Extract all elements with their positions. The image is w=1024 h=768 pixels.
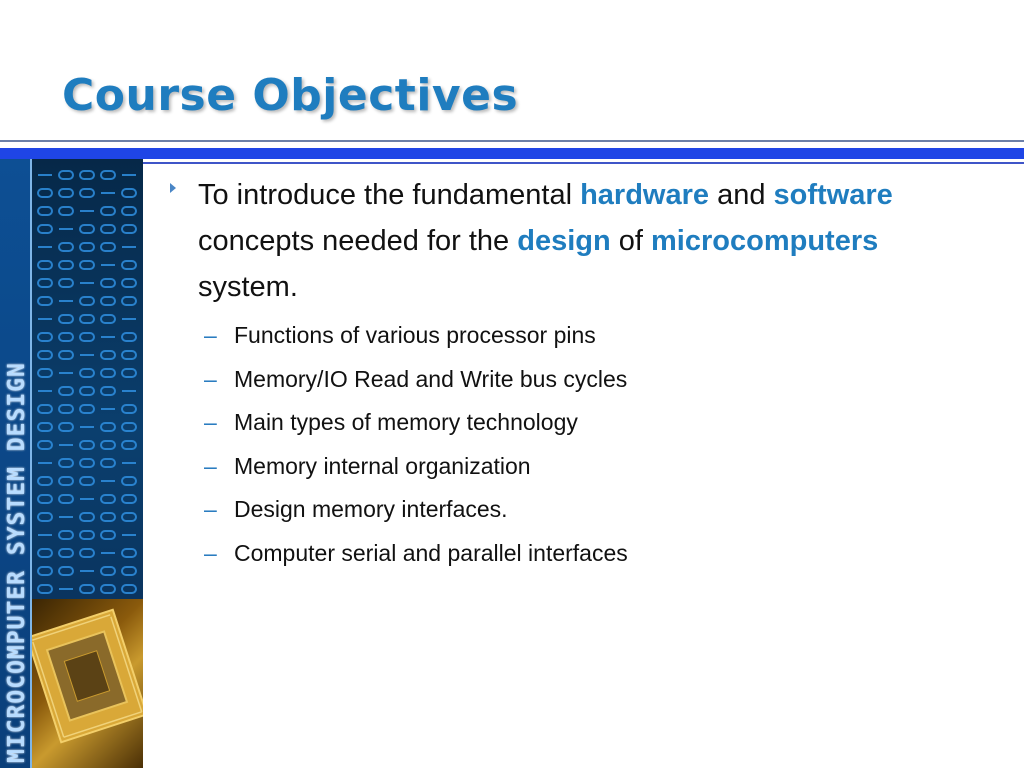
keyword-design: design [517,225,611,257]
title-divider-lower [0,162,1024,164]
sub-bullet-text: Design memory interfaces. [234,496,508,522]
sub-bullet-text: Memory internal organization [234,452,531,479]
sidebar-decoration: MICROCOMPUTER SYSTEM DESIGN [0,159,143,768]
title-divider-thin [0,140,1024,142]
dash-bullet-icon: – [204,452,217,479]
slide-body: To introduce the fundamental hardware an… [168,172,1008,575]
dash-bullet-icon: – [204,539,217,566]
main-bullet: To introduce the fundamental hardware an… [168,172,1008,310]
dash-bullet-icon: – [204,409,217,435]
sidebar-banner-text: MICROCOMPUTER SYSTEM DESIGN [4,362,30,763]
bullet-text-segment: system. [198,271,298,303]
sub-bullet-item: –Functions of various processor pins [204,314,1008,358]
bullet-text-segment: of [610,225,652,257]
dash-bullet-icon: – [204,322,217,348]
microchip-image [32,599,143,768]
triangle-bullet-icon [170,183,176,193]
slide-title: Course Objectives [62,70,519,121]
bullet-text-segment: concepts needed for the [198,225,518,257]
sub-bullet-text: Main types of memory technology [234,409,578,435]
dash-bullet-icon: – [204,496,217,522]
sub-bullet-item: –Computer serial and parallel interfaces [204,532,1008,576]
sub-bullet-text: Functions of various processor pins [234,322,596,348]
sidebar-banner: MICROCOMPUTER SYSTEM DESIGN [0,159,32,768]
title-divider-bar [0,148,1024,159]
binary-pattern-image [37,170,137,594]
bullet-text-segment: To introduce the fundamental [198,179,581,211]
sub-bullet-item: –Memory/IO Read and Write bus cycles [204,358,1008,402]
sub-bullet-item: –Design memory interfaces. [204,488,1008,532]
keyword-microcomputers: microcomputers [651,225,879,257]
main-bullet-text: To introduce the fundamental hardware an… [198,172,918,310]
bullet-text-segment: and [709,179,774,211]
keyword-software: software [773,179,893,211]
sub-bullet-list: –Functions of various processor pins –Me… [168,314,1008,575]
dash-bullet-icon: – [204,365,217,392]
keyword-hardware: hardware [580,179,710,211]
sub-bullet-text: Computer serial and parallel interfaces [234,539,628,566]
sub-bullet-text: Memory/IO Read and Write bus cycles [234,365,628,392]
sub-bullet-item: –Main types of memory technology [204,401,1008,445]
sub-bullet-item: –Memory internal organization [204,445,1008,489]
